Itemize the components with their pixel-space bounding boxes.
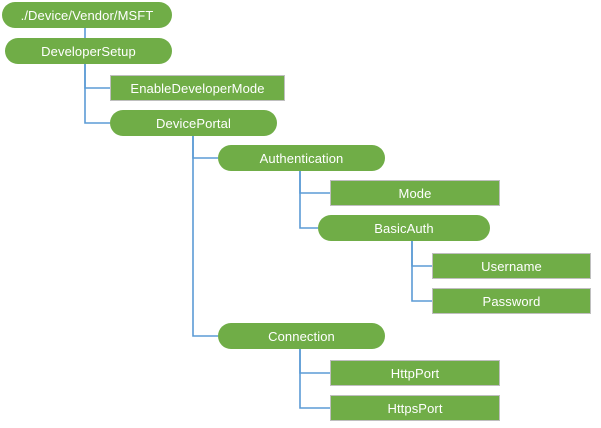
tree-node-label: DeveloperSetup	[41, 43, 136, 59]
tree-node-http_port[interactable]: HttpPort	[330, 360, 500, 386]
tree-node-password[interactable]: Password	[432, 288, 591, 314]
tree-node-label: Connection	[268, 328, 335, 344]
connector-basic_auth-to-password	[411, 241, 432, 302]
connector-connection-to-http_port	[299, 349, 330, 374]
tree-node-label: HttpsPort	[387, 400, 443, 416]
tree-node-authentication[interactable]: Authentication	[218, 145, 385, 171]
connector-developer_setup-to-enable_dev_mode	[84, 64, 110, 89]
connector-device_portal-to-connection	[192, 136, 218, 337]
tree-node-basic_auth[interactable]: BasicAuth	[318, 215, 490, 241]
tree-node-label: DevicePortal	[156, 115, 231, 131]
tree-node-label: Mode	[398, 185, 432, 201]
connector-device_portal-to-authentication	[192, 136, 218, 159]
connector-connection-to-https_port	[299, 349, 330, 409]
tree-node-enable_dev_mode[interactable]: EnableDeveloperMode	[110, 75, 285, 101]
tree-node-https_port[interactable]: HttpsPort	[330, 395, 500, 421]
tree-node-label: Username	[481, 258, 542, 274]
tree-node-developer_setup[interactable]: DeveloperSetup	[5, 38, 172, 64]
connector-basic_auth-to-username	[411, 241, 432, 267]
tree-node-root[interactable]: ./Device/Vendor/MSFT	[2, 2, 172, 28]
tree-node-label: Authentication	[259, 150, 344, 166]
tree-node-label: BasicAuth	[374, 220, 434, 236]
connector-developer_setup-to-device_portal	[84, 64, 110, 124]
tree-node-connection[interactable]: Connection	[218, 323, 385, 349]
tree-node-label: HttpPort	[390, 365, 440, 381]
tree-node-label: ./Device/Vendor/MSFT	[20, 7, 154, 23]
connector-authentication-to-basic_auth	[299, 171, 318, 229]
tree-node-label: Password	[482, 293, 541, 309]
tree-node-label: EnableDeveloperMode	[130, 80, 265, 96]
tree-node-username[interactable]: Username	[432, 253, 591, 279]
connector-authentication-to-mode	[299, 171, 330, 194]
tree-node-mode[interactable]: Mode	[330, 180, 500, 206]
tree-node-device_portal[interactable]: DevicePortal	[110, 110, 277, 136]
